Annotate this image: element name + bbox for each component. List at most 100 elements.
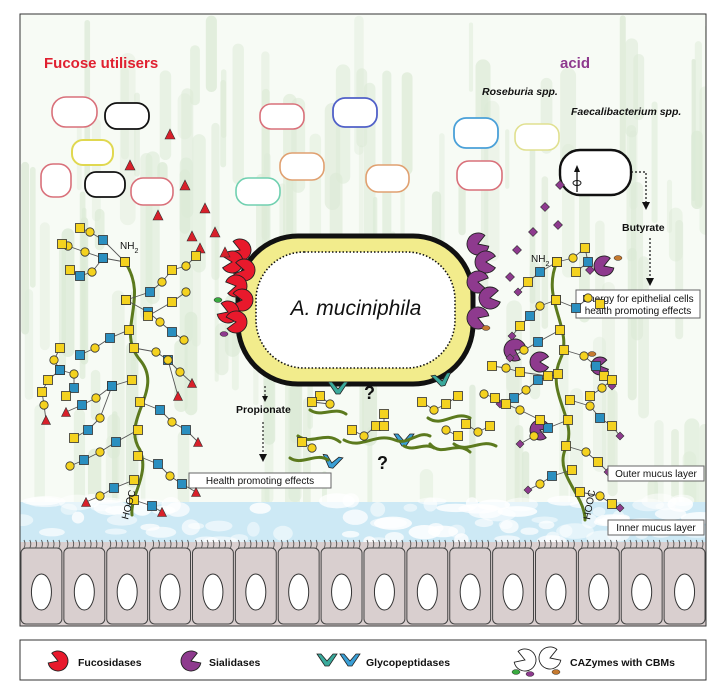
microvillus	[426, 539, 429, 549]
bacterium	[84, 171, 126, 198]
galactose-circle	[163, 355, 173, 365]
microvillus	[518, 539, 521, 549]
galactose-circle	[65, 461, 75, 471]
mucus-blob	[423, 497, 438, 512]
mucus-streak	[30, 166, 36, 288]
cell-nucleus	[73, 573, 95, 611]
microvillus	[658, 539, 661, 549]
mucus-streak	[619, 15, 626, 191]
microvillus	[52, 539, 55, 549]
microvillus	[78, 539, 80, 549]
glcnac-square	[147, 501, 157, 511]
mucus-streak	[691, 59, 696, 201]
glycosidic-bond	[99, 385, 113, 419]
cbm-domain	[213, 297, 223, 303]
bacterium	[453, 117, 499, 149]
microvillus	[58, 539, 61, 549]
inner-mucus-box	[607, 519, 705, 536]
galnac-square	[191, 251, 201, 261]
sialic-acid-diamond	[555, 180, 565, 190]
glcnac-square	[177, 479, 187, 489]
galnac-square	[515, 321, 525, 331]
glcnac-square	[98, 253, 108, 263]
glcnac-square	[583, 257, 593, 267]
galactose-circle	[49, 355, 59, 365]
mucin-protein-backbone	[452, 442, 498, 449]
mucus-blob	[468, 504, 503, 519]
fucose-triangle	[179, 179, 191, 191]
galnac-square	[559, 345, 569, 355]
glycosidic-bond	[167, 359, 179, 397]
microvillus	[366, 539, 369, 549]
microvillus	[212, 539, 215, 549]
galnac-square	[129, 343, 139, 353]
microvillus	[444, 539, 447, 549]
galnac-square	[607, 499, 617, 509]
galactose-circle	[85, 227, 95, 237]
galactose-circle	[87, 267, 97, 277]
galnac-square	[133, 451, 143, 461]
mucus-blob	[273, 525, 293, 541]
mucin-protein-backbone	[402, 444, 436, 450]
diagram-border	[19, 13, 707, 627]
galactose-circle	[597, 383, 607, 393]
sialic-acid-diamond	[528, 227, 538, 237]
microvillus	[409, 539, 412, 549]
mucin-protein-backbone	[308, 408, 348, 416]
health-effects-label: Health promoting effects	[206, 476, 314, 487]
mucus-blob	[373, 516, 413, 530]
galnac-square	[167, 265, 177, 275]
microvillus	[115, 539, 118, 549]
galactose-circle	[515, 405, 525, 415]
mucus-streak	[638, 256, 649, 419]
fucose-triangle	[61, 406, 71, 417]
microvillus	[592, 539, 595, 549]
fucose-utilisers-label: Fucose utilisers	[44, 55, 158, 72]
cell-nucleus	[459, 573, 481, 611]
microvillus	[561, 539, 564, 549]
acid-label: acid	[560, 55, 590, 72]
mucus-streak	[475, 59, 491, 134]
microvillus	[543, 539, 546, 549]
glcnac-square	[535, 267, 545, 277]
commensal-bacteria	[40, 96, 633, 206]
glcnac-square	[83, 425, 93, 435]
mucus-blob	[384, 531, 404, 543]
galactose-circle	[535, 479, 545, 489]
butyrate-arrow	[631, 171, 647, 205]
galactose-circle	[473, 427, 483, 437]
sialic-acid-diamond	[513, 287, 523, 297]
mucus-blob	[504, 497, 538, 512]
akkermansia-label: A. muciniphila	[289, 297, 422, 320]
glcnac-square	[107, 381, 117, 391]
glcnac-square	[153, 459, 163, 469]
galactose-circle	[479, 389, 489, 399]
galnac-square	[167, 297, 177, 307]
galactose-circle	[535, 301, 545, 311]
arrow-head	[259, 454, 267, 462]
glcnac-square	[595, 413, 605, 423]
galnac-square	[561, 441, 571, 451]
fucose-triangle	[209, 226, 221, 238]
legend-sialidases: Sialidases	[209, 657, 261, 669]
sialidase-enzyme	[593, 255, 615, 277]
roseburia-label: Roseburia spp.	[482, 86, 558, 98]
bacterium	[514, 123, 560, 151]
galactose-circle	[80, 247, 90, 257]
sialic-acid-diamond	[507, 331, 517, 341]
mucus-streak	[506, 360, 520, 511]
microvillus	[120, 539, 123, 549]
glcnac-square	[533, 375, 543, 385]
mucus-streak	[214, 225, 219, 382]
bacterium	[130, 177, 174, 206]
microvillus	[586, 539, 589, 549]
mucus-streak	[91, 118, 101, 222]
sialidase-enzyme	[478, 286, 501, 310]
mucus-streak	[184, 311, 198, 416]
galnac-square	[551, 295, 561, 305]
microvillus	[41, 539, 43, 549]
fucose-triangle	[219, 246, 231, 258]
galnac-square	[563, 415, 573, 425]
galnac-square	[379, 421, 389, 431]
glcnac-square	[69, 383, 79, 393]
